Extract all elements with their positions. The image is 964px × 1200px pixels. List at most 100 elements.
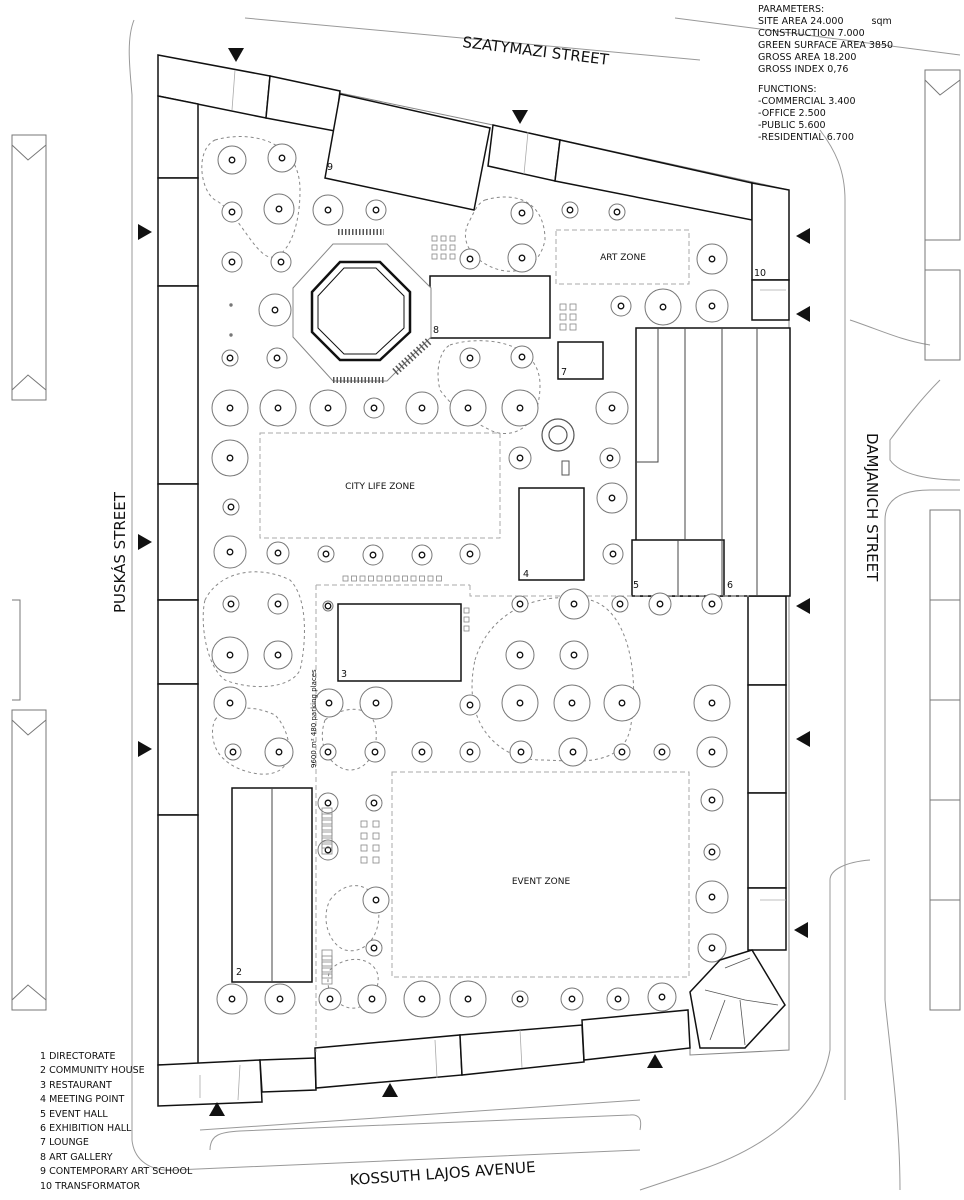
tree-trunk — [708, 600, 716, 608]
tree-trunk — [708, 699, 716, 707]
tree-trunk — [517, 748, 525, 756]
tree-trunk — [516, 454, 524, 462]
octagon-pavilion — [292, 229, 433, 383]
furniture-square — [559, 323, 567, 331]
tree-trunk — [324, 206, 332, 214]
tree-trunk — [466, 701, 474, 709]
tree-trunk — [370, 799, 378, 807]
tree-trunk — [370, 944, 378, 952]
tree-trunk — [609, 550, 617, 558]
tree-trunk — [608, 494, 616, 502]
tree-trunk — [614, 995, 622, 1003]
building-number-8: 8 — [433, 325, 439, 336]
furniture-square — [360, 832, 368, 840]
building-number-9: 9 — [327, 162, 333, 173]
legend-item: 1 DIRECTORATE — [40, 1051, 116, 1062]
furniture-square — [321, 819, 333, 831]
furniture-square — [372, 844, 380, 852]
parameter-unit: sqm — [871, 16, 892, 27]
furniture-square — [359, 575, 366, 582]
parameter-row: GROSS INDEX 0,76 — [758, 64, 849, 75]
furniture-square — [463, 616, 470, 623]
legend-item: 10 TRANSFORMATOR — [40, 1180, 141, 1192]
furniture-square — [321, 837, 333, 849]
tree-trunk — [274, 404, 282, 412]
tree-trunk — [227, 600, 235, 608]
tree-trunk — [227, 503, 235, 511]
tree-trunk — [274, 549, 282, 557]
tree-trunk — [568, 699, 576, 707]
street-label-north: SZATYMAZI STREET — [462, 33, 611, 69]
tree-trunk — [708, 848, 716, 856]
legend-item: 9 CONTEMPORARY ART SCHOOL — [40, 1166, 193, 1178]
tree-trunk — [418, 748, 426, 756]
directorate-building — [689, 949, 786, 1049]
street-label-south: KOSSUTH LAJOS AVENUE — [349, 1158, 536, 1189]
tree-trunk — [618, 748, 626, 756]
tree-trunk — [324, 404, 332, 412]
tree-trunk — [324, 748, 332, 756]
entrance-markers — [138, 48, 810, 1116]
furniture-square — [463, 607, 470, 614]
tree-trunk — [566, 206, 574, 214]
furniture-square — [559, 313, 567, 321]
tree-trunk — [326, 995, 334, 1003]
furniture-square — [351, 575, 357, 582]
furniture-square — [372, 832, 380, 840]
building-number-3: 3 — [341, 669, 347, 680]
tree-trunk — [569, 748, 577, 756]
tree-trunk — [274, 600, 282, 608]
tree-trunk — [273, 354, 281, 362]
furniture-square — [360, 820, 368, 828]
tree-trunk — [418, 551, 426, 559]
tree-trunk — [275, 205, 283, 213]
tree-trunk — [226, 651, 234, 659]
furniture-square — [410, 575, 417, 582]
furniture-square — [559, 303, 567, 311]
tree-trunk — [274, 651, 282, 659]
furniture-square — [321, 813, 333, 825]
tree-trunk — [617, 302, 625, 310]
furniture-square — [449, 253, 456, 260]
building-number-6: 6 — [727, 580, 733, 591]
zone-outlines — [259, 229, 749, 1052]
tree-trunk — [228, 258, 236, 266]
tree-trunk — [708, 748, 716, 756]
legend-item: 8 ART GALLERY — [40, 1151, 113, 1163]
lamp-dot — [229, 303, 233, 307]
furniture-square — [419, 575, 425, 582]
tree-trunk — [708, 302, 716, 310]
tree-trunk — [708, 255, 716, 263]
furniture-square — [321, 967, 333, 979]
tree-trunk — [518, 254, 526, 262]
building-number-4: 4 — [523, 569, 529, 580]
tree-trunk — [466, 354, 474, 362]
street-label-east: DAMJANICH STREET — [863, 433, 881, 582]
function-row: -PUBLIC 5.600 — [758, 120, 826, 131]
building-legend: 1 DIRECTORATE 2 COMMUNITY HOUSE 3 RESTAU… — [40, 1050, 192, 1194]
tree-trunk — [226, 699, 234, 707]
tree-trunk — [275, 748, 283, 756]
street-furniture — [321, 235, 577, 985]
tree-trunk — [568, 995, 576, 1003]
tree-trunk — [228, 995, 236, 1003]
parameter-row: CONSTRUCTION 7.000 — [758, 28, 865, 39]
perimeter-buildings — [157, 54, 790, 1107]
tree-trunk — [516, 404, 524, 412]
tree-trunk — [370, 404, 378, 412]
furniture-square — [368, 575, 374, 582]
fountain — [541, 418, 575, 476]
zone-labels: ART ZONE CITY LIFE ZONE EVENT ZONE — [345, 253, 646, 887]
tree-trunk — [271, 306, 279, 314]
tree-trunk — [659, 303, 667, 311]
tree-trunk — [369, 551, 377, 559]
tree-trunk — [708, 796, 716, 804]
building-number-5: 5 — [633, 580, 639, 591]
tree-trunk — [466, 748, 474, 756]
tree-trunk — [570, 600, 578, 608]
tree-trunk — [616, 600, 624, 608]
furniture-square — [376, 575, 383, 582]
furniture-square — [372, 856, 380, 864]
